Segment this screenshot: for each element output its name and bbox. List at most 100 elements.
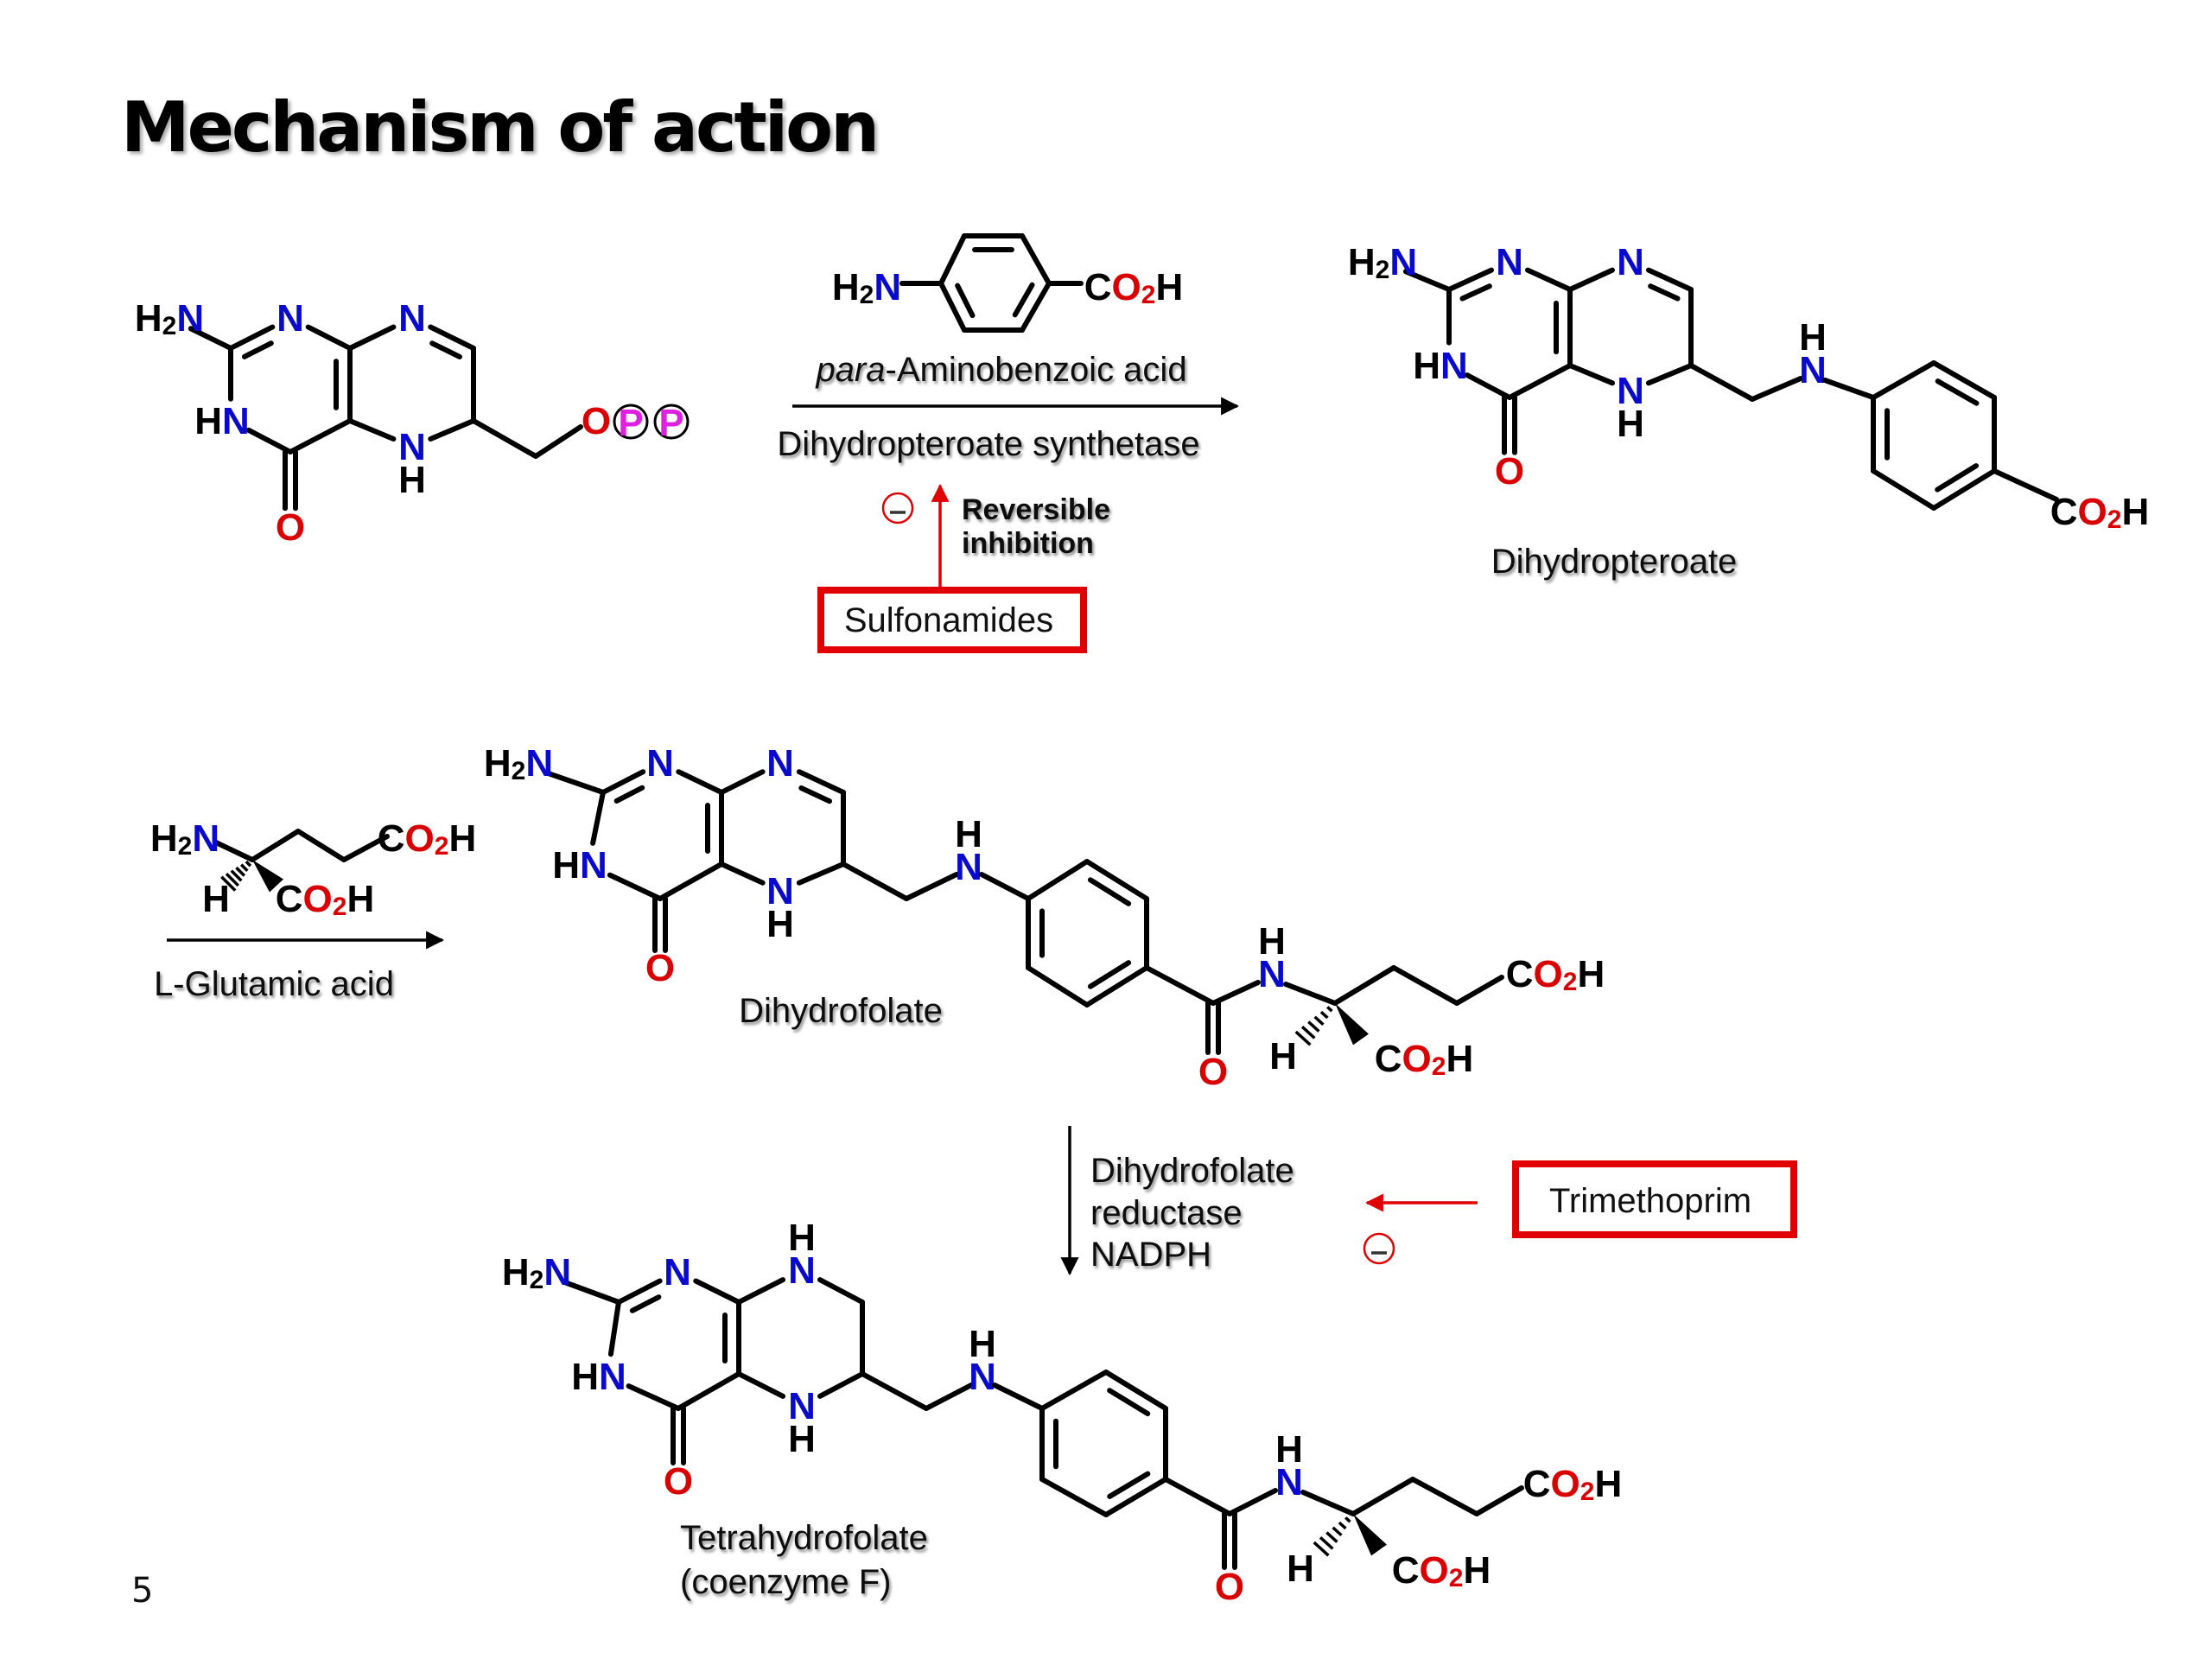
hydrogen-label: H xyxy=(1269,1035,1297,1077)
bond xyxy=(1103,1477,1168,1517)
molecule-para-aminobenzoic-acid: H2N CO2H xyxy=(832,233,1183,333)
double-bond-line xyxy=(429,340,462,359)
molecule-label-dihydropteroate: Dihydropteroate xyxy=(1491,543,1738,581)
inhibitor-sulfonamides: Sulfonamides xyxy=(844,601,1053,639)
wedge-bond xyxy=(1335,1003,1369,1046)
bond xyxy=(676,769,724,795)
bond xyxy=(1822,378,1876,400)
amino-group-label: H2N xyxy=(484,742,553,785)
double-bond-line xyxy=(1107,1471,1151,1499)
hydrogen-label: H xyxy=(788,1418,816,1460)
molecule-label-coenzyme-f: (coenzyme F) xyxy=(680,1563,892,1601)
hash-bond-line xyxy=(1325,1531,1338,1543)
wedge-bond xyxy=(1353,1514,1387,1556)
hash-bond-line xyxy=(1313,1015,1325,1027)
hydrogen-label: H xyxy=(969,1323,996,1365)
double-bond-line xyxy=(241,340,274,359)
nitrogen-label: N xyxy=(955,846,982,888)
bond xyxy=(719,769,766,795)
nitrogen-label: N xyxy=(969,1356,996,1398)
carboxyl-group-label: CO2H xyxy=(1084,266,1183,309)
double-bond-line xyxy=(1935,463,1980,493)
amino-group-label: H2N xyxy=(1348,241,1417,284)
oxygen-label: O xyxy=(645,947,675,989)
bond xyxy=(1931,468,1997,511)
hash-bond-line xyxy=(220,875,237,892)
bond xyxy=(1871,360,1936,400)
bond xyxy=(1211,980,1261,1006)
bond xyxy=(1103,1370,1168,1411)
amino-group-label: H2N xyxy=(150,817,219,861)
slide-title: Mechanism of action xyxy=(121,87,880,168)
bond xyxy=(841,861,909,901)
bond xyxy=(817,1371,865,1399)
nitrogen-label: N xyxy=(1258,953,1286,995)
nh-label: HN xyxy=(552,844,607,887)
inhibition-minus-icon xyxy=(881,492,914,524)
hash-bond-line xyxy=(1319,1536,1334,1550)
bond xyxy=(1163,1477,1232,1516)
bond xyxy=(1474,1485,1524,1516)
carboxyl-group-label: CO2H xyxy=(276,878,374,921)
reagent-paba-label: para-Aminobenzoic acid xyxy=(815,351,1186,389)
double-bond-line xyxy=(1648,283,1681,302)
bond xyxy=(1465,372,1512,400)
bond xyxy=(1039,1370,1109,1411)
bond xyxy=(924,1382,974,1411)
hash-bond-line xyxy=(1313,1541,1330,1557)
bond xyxy=(188,326,233,351)
hydrogen-label: H xyxy=(955,813,982,855)
bond xyxy=(979,872,1031,901)
double-bond-line xyxy=(1012,282,1035,318)
double-bond-line xyxy=(1087,960,1132,989)
nitrogen-label: N xyxy=(1496,241,1523,283)
nitrogen-label: N xyxy=(1617,370,1644,412)
bond xyxy=(590,790,606,846)
oxygen-label: O xyxy=(1495,450,1524,493)
hash-bond-line xyxy=(1300,1026,1316,1039)
double-bond-line xyxy=(613,785,645,804)
nitrogen-label: N xyxy=(788,1249,816,1292)
bond xyxy=(1410,1477,1479,1516)
nitrogen-label: N xyxy=(1275,1461,1303,1503)
carboxyl-group-label: CO2H xyxy=(378,817,476,861)
enzyme-dhps-label: Dihydropteroate synthetase xyxy=(777,425,1199,463)
bond xyxy=(533,424,583,459)
bond xyxy=(1020,281,1052,333)
bond xyxy=(860,1371,929,1411)
nitrogen-label: N xyxy=(276,297,304,340)
bond xyxy=(1402,269,1452,292)
nitrogen-label: N xyxy=(766,742,794,785)
wedge-bond xyxy=(252,860,284,893)
step1-annotations: para-Aminobenzoic acid Dihydropteroate s… xyxy=(777,351,1240,653)
step3-annotations: Dihydrofolate reductase NADPH Trimethopr… xyxy=(1060,1126,1797,1276)
bond xyxy=(1391,965,1459,1006)
double-bond-line xyxy=(1087,877,1132,906)
hydrogen-label: H xyxy=(1287,1548,1314,1590)
hydrogen-label: H xyxy=(1617,403,1644,445)
amino-group-label: H2N xyxy=(832,266,901,309)
bond xyxy=(1020,233,1052,286)
phosphate-label: P xyxy=(658,402,683,444)
bond xyxy=(817,1277,865,1305)
hash-bond-line xyxy=(235,866,246,877)
hash-bond-line xyxy=(239,863,249,873)
nh-label: HN xyxy=(194,400,250,442)
hash-bond-line xyxy=(1332,1526,1343,1537)
hash-bond-line xyxy=(225,872,240,887)
oxygen-label: O xyxy=(582,400,611,442)
bond xyxy=(616,1278,663,1305)
reagent-glutamic-label: L-Glutamic acid xyxy=(154,965,394,1003)
double-bond-line xyxy=(629,1294,662,1313)
bond xyxy=(245,427,293,454)
sulfonamides-box xyxy=(817,587,1087,653)
bond xyxy=(904,872,959,901)
hydrogen-label: H xyxy=(1275,1428,1303,1471)
trimethoprim-box xyxy=(1512,1160,1797,1238)
hydrogen-label: H xyxy=(1799,316,1827,359)
